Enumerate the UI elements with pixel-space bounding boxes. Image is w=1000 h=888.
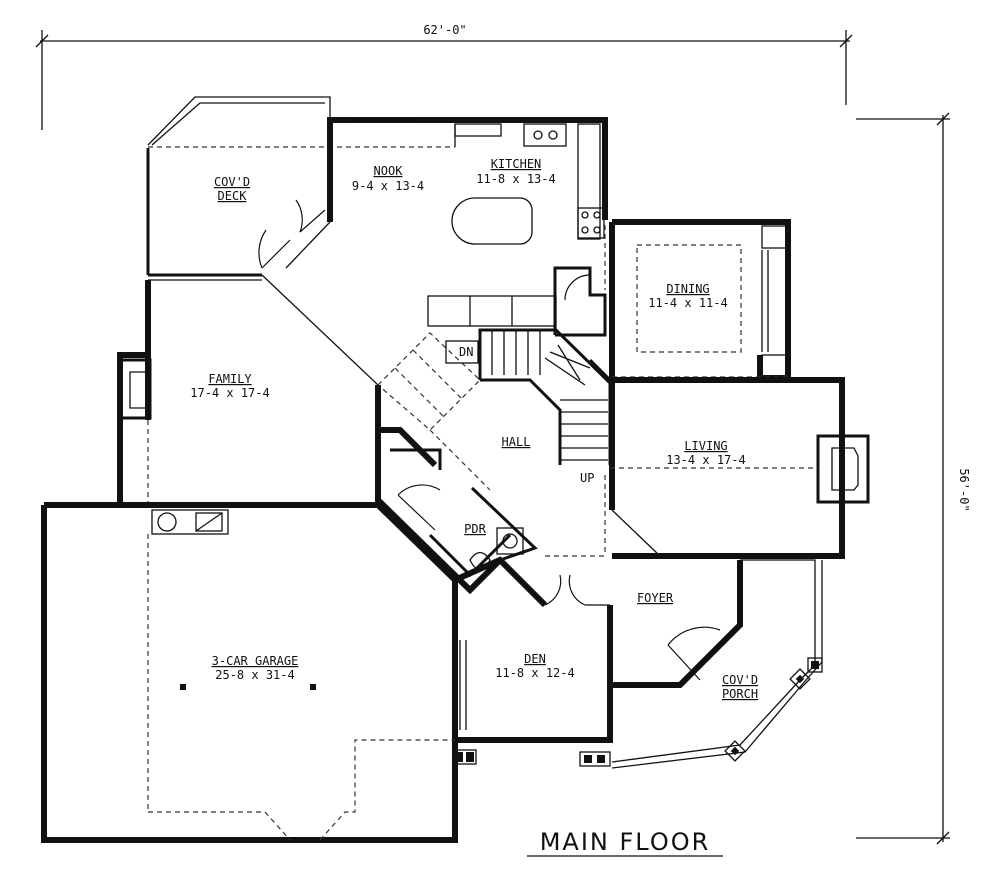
depth-dimension: 56'-0" bbox=[856, 112, 971, 845]
den bbox=[452, 556, 613, 765]
dining-label: DINING bbox=[666, 282, 709, 296]
plan-title: MAIN FLOOR bbox=[527, 828, 723, 857]
nook-size: 9-4 x 13-4 bbox=[352, 179, 424, 193]
deck-label-1: COV'D bbox=[214, 175, 250, 189]
living-room bbox=[609, 377, 870, 559]
porch-label-2: PORCH bbox=[722, 687, 758, 701]
garage-size: 25-8 x 31-4 bbox=[215, 668, 294, 682]
dining-size: 11-4 x 11-4 bbox=[648, 296, 727, 310]
powder-room bbox=[375, 427, 538, 595]
kitchen-label: KITCHEN bbox=[491, 157, 542, 171]
den-size: 11-8 x 12-4 bbox=[495, 666, 574, 680]
width-dimension: 62'-0" bbox=[35, 23, 853, 130]
garage-label: 3-CAR GARAGE bbox=[212, 654, 299, 668]
deck-label-2: DECK bbox=[218, 189, 248, 203]
nook-label: NOOK bbox=[374, 164, 404, 178]
depth-label: 56'-0" bbox=[957, 468, 971, 511]
hall-label: HALL bbox=[502, 435, 531, 449]
family-label: FAMILY bbox=[208, 372, 252, 386]
kitchen-walls bbox=[327, 117, 608, 245]
kitchen-size: 11-8 x 13-4 bbox=[476, 172, 555, 186]
stairs-up-label: UP bbox=[580, 471, 594, 485]
diagonal-wall bbox=[261, 221, 379, 386]
stairs: DN UP bbox=[377, 295, 614, 485]
room-labels: COV'D DECK NOOK 9-4 x 13-4 KITCHEN 11-8 … bbox=[190, 157, 758, 701]
den-label: DEN bbox=[524, 652, 546, 666]
foyer bbox=[545, 475, 743, 688]
width-label: 62'-0" bbox=[423, 23, 466, 37]
living-size: 13-4 x 17-4 bbox=[666, 453, 745, 467]
living-label: LIVING bbox=[684, 439, 727, 453]
covered-porch bbox=[579, 559, 823, 769]
covered-deck bbox=[146, 96, 455, 277]
stairs-down-label: DN bbox=[459, 345, 473, 359]
garage bbox=[41, 502, 458, 843]
family-size: 17-4 x 17-4 bbox=[190, 386, 269, 400]
family-room bbox=[117, 279, 381, 505]
plan-title-text: MAIN FLOOR bbox=[540, 828, 711, 856]
pantry bbox=[553, 225, 607, 337]
foyer-label: FOYER bbox=[637, 591, 674, 605]
porch-label-1: COV'D bbox=[722, 673, 758, 687]
pdr-label: PDR bbox=[464, 522, 486, 536]
